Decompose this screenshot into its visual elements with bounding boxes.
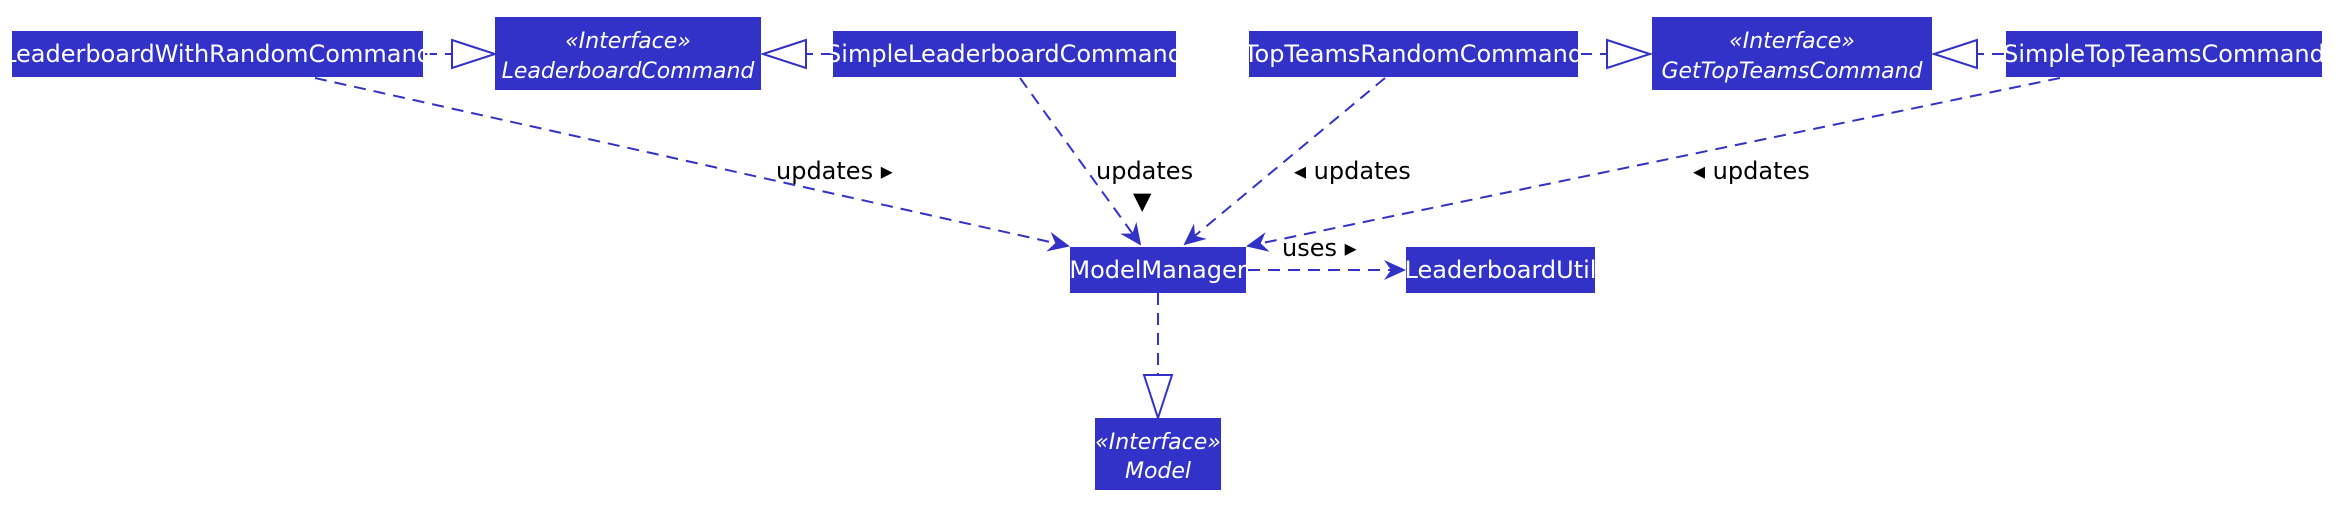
class-box-simple-top-teams-command[interactable]: SimpleTopTeamsCommand bbox=[2003, 31, 2325, 77]
edge-label-ttrc-updates: ◂ updates bbox=[1294, 157, 1411, 185]
class-name: SimpleLeaderboardCommand bbox=[826, 40, 1183, 68]
class-name: ModelManager bbox=[1069, 256, 1246, 284]
class-box-leaderboard-util[interactable]: LeaderboardUtil bbox=[1405, 247, 1597, 293]
class-box-simple-leaderboard-command[interactable]: SimpleLeaderboardCommand bbox=[826, 31, 1183, 77]
class-box-model-manager[interactable]: ModelManager bbox=[1069, 247, 1247, 293]
realization-edge-slc-to-leaderboard-command bbox=[759, 38, 833, 70]
realization-edge-sttc-to-get-top-teams-command bbox=[1930, 38, 2004, 70]
interface-name: GetTopTeamsCommand bbox=[1661, 59, 1923, 84]
class-box-top-teams-random-command[interactable]: TopTeamsRandomCommand bbox=[1243, 31, 1583, 77]
dependency-edge-sttc-updates-model-manager bbox=[1246, 77, 2061, 252]
edge-label-mm-uses: uses ▸ bbox=[1282, 234, 1357, 262]
dependency-edge-ttrc-updates-model-manager bbox=[1183, 77, 1386, 246]
interface-box-model[interactable]: «Interface» Model bbox=[1095, 418, 1221, 490]
realization-edge-ttrc-to-get-top-teams-command bbox=[1580, 38, 1654, 70]
edge-label-slc-updates-arrow: ▼ bbox=[1133, 187, 1152, 215]
interface-box-get-top-teams-command[interactable]: «Interface» GetTopTeamsCommand bbox=[1652, 17, 1932, 90]
class-name: LeaderboardWithRandomCommand bbox=[3, 40, 432, 68]
realization-edge-model-manager-to-model bbox=[1142, 293, 1174, 422]
stereotype-label: «Interface» bbox=[565, 29, 691, 54]
class-name: TopTeamsRandomCommand bbox=[1243, 40, 1583, 68]
interface-name: Model bbox=[1125, 459, 1191, 484]
class-box-leaderboard-with-random-command[interactable]: LeaderboardWithRandomCommand bbox=[3, 31, 432, 77]
stereotype-label: «Interface» bbox=[1729, 29, 1855, 54]
realization-edge-lwrc-to-leaderboard-command bbox=[425, 38, 499, 70]
edge-label-sttc-updates: ◂ updates bbox=[1693, 157, 1810, 185]
class-name: LeaderboardUtil bbox=[1405, 256, 1597, 284]
interface-name: LeaderboardCommand bbox=[502, 59, 756, 84]
interface-box-leaderboard-command[interactable]: «Interface» LeaderboardCommand bbox=[495, 17, 761, 90]
class-name: SimpleTopTeamsCommand bbox=[2003, 40, 2325, 68]
stereotype-label: «Interface» bbox=[1095, 430, 1221, 455]
edge-label-slc-updates: updates bbox=[1096, 157, 1193, 185]
dependency-edge-lwrc-updates-model-manager bbox=[314, 77, 1070, 252]
dependency-edge-slc-updates-model-manager bbox=[1019, 77, 1142, 246]
edge-label-lwrc-updates: updates ▸ bbox=[776, 157, 893, 185]
